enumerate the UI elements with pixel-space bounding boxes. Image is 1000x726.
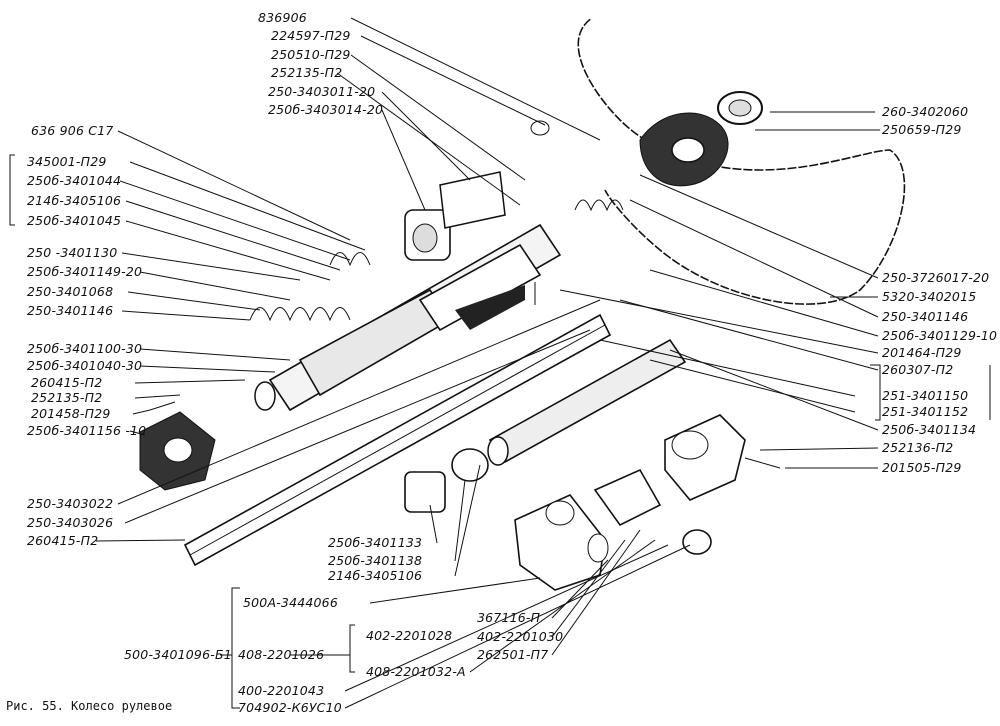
label-704902: 704902-К6УС10: [238, 700, 342, 715]
label-250b-3401045: 250б-3401045: [27, 213, 122, 228]
label-201464: 201464-П29: [882, 345, 962, 360]
label-250-3401130: 250 -3401130: [27, 245, 118, 260]
label-408-2201032: 408-2201032-А: [366, 664, 466, 679]
label-250b-3401149: 250б-3401149-20: [27, 264, 143, 279]
label-250b-3401044: 250б-3401044: [27, 173, 122, 188]
label-250-3401146-b: 250-3401146: [882, 309, 969, 324]
label-367116: 367116-П: [477, 610, 541, 625]
label-250b-3401156: 250б-3401156 -10: [27, 423, 147, 438]
label-250b-3401040: 250б-3401040-30: [27, 358, 143, 373]
label-260415-b: 260415-П2: [27, 533, 99, 548]
steering-wheel: [575, 15, 907, 307]
label-250b-3403014: 250б-3403014-20: [268, 102, 384, 117]
label-250b-3401100: 250б-3401100-30: [27, 341, 143, 356]
label-251-3401150: 251-3401150: [882, 388, 969, 403]
label-5320-3402015: 5320-3402015: [882, 289, 977, 304]
label-262501: 262501-П7: [477, 647, 549, 662]
steering-column: [254, 223, 562, 412]
universal-joint: [514, 414, 781, 591]
label-251-3401152: 251-3401152: [882, 404, 969, 419]
label-500-3401096: 500-3401096-Б1: [124, 647, 232, 662]
label-250-3401146-a: 250-3401146: [27, 303, 114, 318]
label-400-2201043: 400-2201043: [238, 683, 325, 698]
leader-lines: [9, 17, 991, 709]
label-500a-3444066: 500А-3444066: [243, 595, 338, 610]
label-260415-a: 260415-П2: [31, 375, 103, 390]
label-201458: 201458-П29: [31, 406, 111, 421]
label-250-3403026: 250-3403026: [27, 515, 114, 530]
label-402-2201030: 402-2201030: [477, 629, 564, 644]
label-250b-3401133: 250б-3401133: [328, 535, 423, 550]
label-636906: 636 906 С17: [31, 123, 114, 138]
label-836906: 836906: [258, 10, 307, 25]
label-250-3401068: 250-3401068: [27, 284, 114, 299]
label-250b-3401134: 250б-3401134: [882, 422, 977, 437]
label-214b-3405106-a: 214б-3405106: [27, 193, 122, 208]
label-250-3726017: 250-3726017-20: [882, 270, 990, 285]
label-250-3403011: 250-3403011-20: [268, 84, 376, 99]
steering-shaft: [183, 313, 612, 567]
lower-tube: [487, 338, 687, 466]
label-345001: 345001-П29: [27, 154, 107, 169]
label-250-3403022: 250-3403022: [27, 496, 114, 511]
label-250b-3401129: 250б-3401129-10: [882, 328, 998, 343]
label-214b-3405106-b: 214б-3405106: [328, 568, 423, 583]
label-252136: 252136-П2: [882, 440, 954, 455]
label-224597: 224597-П29: [271, 28, 351, 43]
label-252135-b: 252135-П2: [31, 390, 103, 405]
label-408-2201026: 408-2201026: [238, 647, 325, 662]
label-260-3402060: 260-3402060: [882, 104, 969, 119]
label-201505: 201505-П29: [882, 460, 962, 475]
label-252135-a: 252135-П2: [271, 65, 343, 80]
label-250510: 250510-П29: [271, 47, 351, 62]
label-250b-3401138: 250б-3401138: [328, 553, 423, 568]
label-402-2201028: 402-2201028: [366, 628, 453, 643]
figure-caption: Рис. 55. Колесо рулевое: [6, 699, 173, 713]
label-250659: 250659-П29: [882, 122, 962, 137]
label-260307: 260307-П2: [882, 362, 954, 377]
